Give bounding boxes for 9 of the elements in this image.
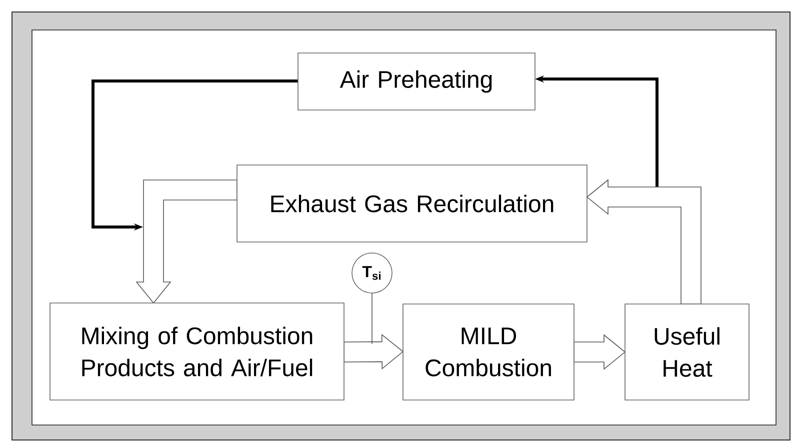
process-box: Air Preheating — [298, 52, 536, 110]
process-box: MILD Combustion — [402, 304, 574, 400]
hollow-arrow — [586, 179, 702, 304]
process-box: Mixing of Combustion Products and Air/Fuel — [50, 302, 344, 400]
hollow-arrow — [574, 334, 626, 370]
process-box: Useful Heat — [624, 304, 750, 400]
process-box: Exhaust Gas Recirculation — [236, 164, 588, 242]
hollow-arrow — [136, 180, 238, 304]
hollow-arrow — [344, 334, 404, 370]
